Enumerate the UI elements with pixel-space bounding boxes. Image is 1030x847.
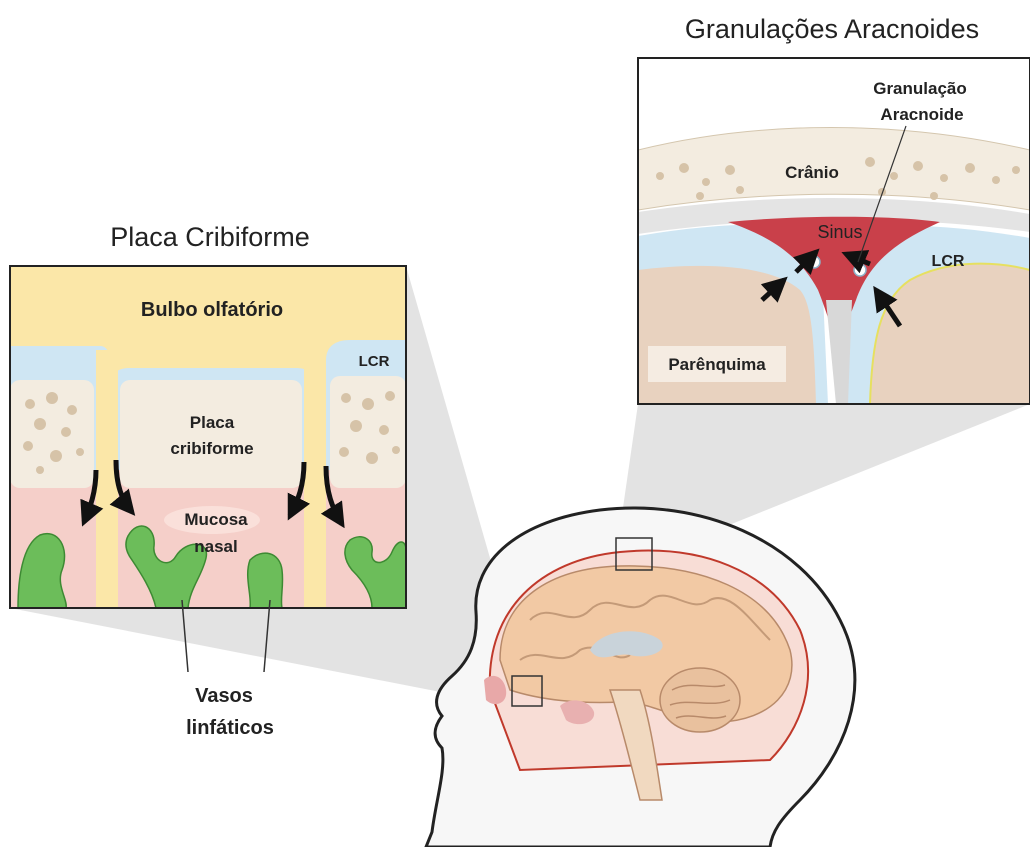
mucosa-label-line1: Mucosa <box>184 510 248 529</box>
skull-label: Crânio <box>785 163 839 182</box>
olfactory-bulb-label: Bulbo olfatório <box>141 299 283 321</box>
sinus-label: Sinus <box>817 222 862 242</box>
plate-label-line2: cribiforme <box>170 439 253 458</box>
cribriform-title: Placa Cribiforme <box>110 222 310 252</box>
lymph-label-line1: Vasos <box>195 685 253 707</box>
csf-label-right: LCR <box>932 253 965 270</box>
head-illustration <box>426 508 855 847</box>
plate-label-line1: Placa <box>190 413 235 432</box>
granulation-label-line2: Aracnoide <box>880 105 963 124</box>
arachnoid-title: Granulações Aracnoides <box>685 14 979 44</box>
csf-label-left: LCR <box>359 353 390 370</box>
parenchyma-label: Parênquima <box>668 355 766 374</box>
mucosa-label-line2: nasal <box>194 537 237 556</box>
granulation-label-line1: Granulação <box>873 79 967 98</box>
lymph-label-line2: linfáticos <box>186 717 274 739</box>
